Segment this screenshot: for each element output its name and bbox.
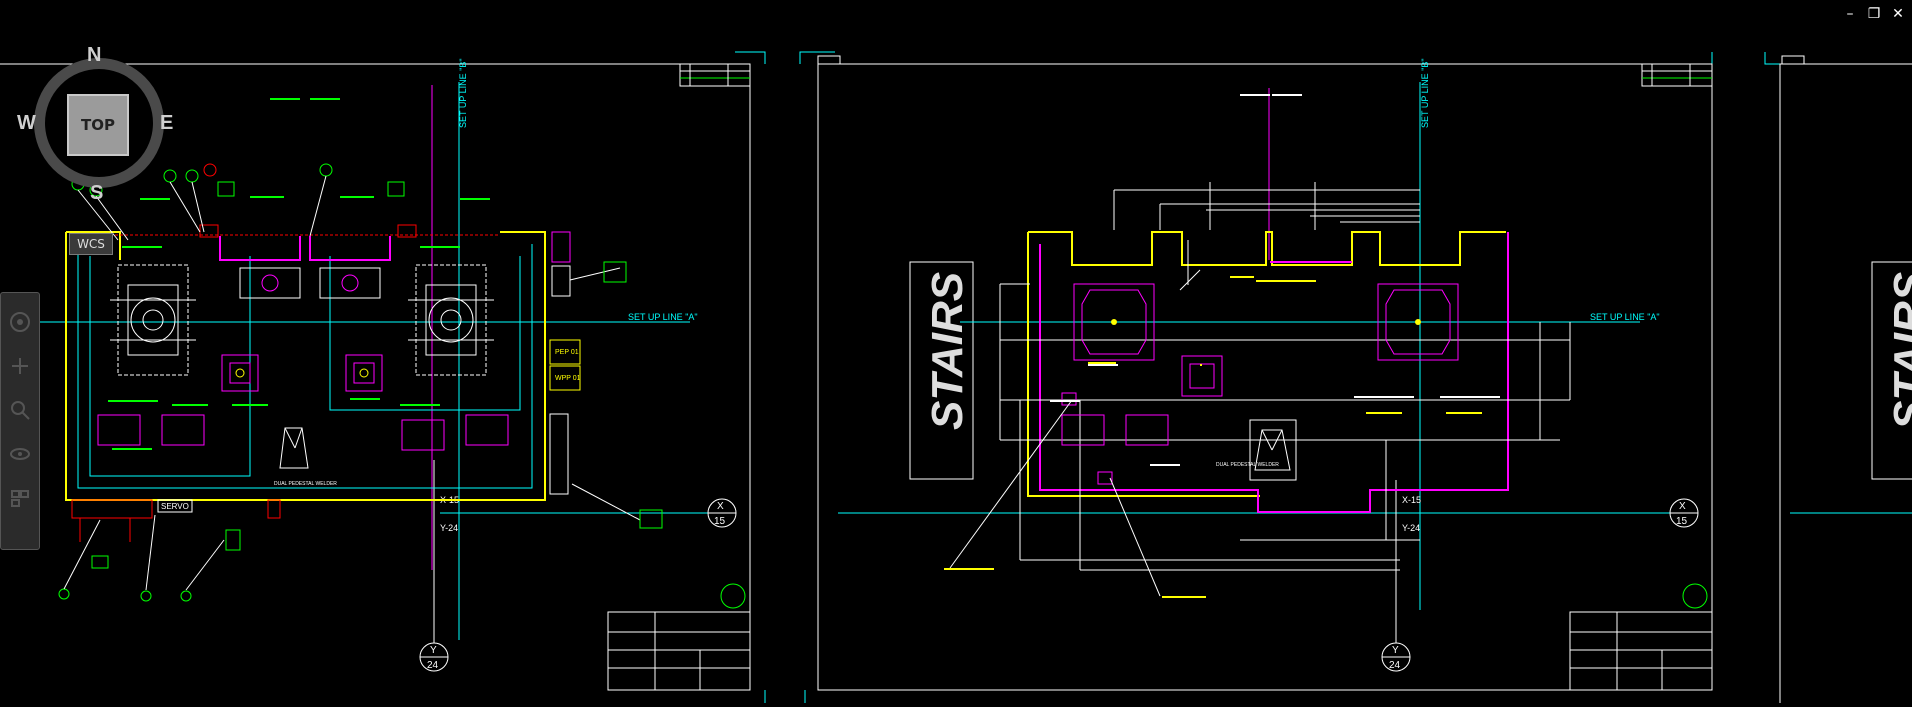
annotation-text-white-sheet-2 [1050,94,1500,466]
window-controls: – ❐ ✕ [1842,6,1906,22]
svg-text:SERVO: SERVO [161,502,189,511]
annotation-text-sheet-2 [944,276,1482,598]
pan-icon[interactable] [9,355,31,377]
svg-text:15: 15 [1676,516,1688,527]
compass-east[interactable]: E [160,112,174,134]
sheet-2-revision-block [1641,63,1713,87]
zoom-icon[interactable] [9,399,31,421]
robot-bases-sheet-2 [1073,283,1459,361]
svg-text:Y-24: Y-24 [440,523,458,533]
cell-fence-sheet-2 [1028,231,1506,266]
stairs-label-sheet-3: STAIRS [1885,272,1912,430]
svg-text:15: 15 [714,516,726,527]
leader-lines-sheet-1 [63,175,327,591]
leader-lines-sheet-2 [949,240,1201,597]
cell-fence [65,231,546,501]
minimize-button[interactable]: – [1846,6,1854,22]
setup-line-b-label: SET UP LINE "B" [458,58,468,128]
dimension-lines-sheet-2 [999,182,1571,571]
svg-text:Y: Y [430,645,437,656]
svg-text:DUAL PEDESTAL WELDER: DUAL PEDESTAL WELDER [274,481,337,487]
compass-north[interactable]: N [87,44,102,66]
sheet-2: STAIRS SET UP LINE "A" SET UP LINE "B" X… [799,51,1713,703]
sheet-3: STAIRS [1764,52,1912,703]
robot-left [110,264,196,376]
navigation-bar [0,292,40,550]
compass-west[interactable]: W [17,112,36,134]
restore-button[interactable]: ❐ [1867,6,1881,22]
svg-text:SET UP LINE "B": SET UP LINE "B" [1420,58,1430,128]
sheet-1-title-block [607,583,751,691]
compass-south[interactable]: S [90,182,104,204]
svg-text:STAIRS: STAIRS [923,272,972,430]
annotation-text-sheet-1 [108,98,490,450]
svg-text:X: X [717,501,724,512]
sheet-1-revision-block [679,63,751,87]
viewcube-top-face[interactable]: TOP [67,94,129,156]
svg-text:PEP 01: PEP 01 [555,349,579,356]
control-panels [549,231,581,495]
part-racks-sheet-2 [1061,355,1223,485]
robot-right [408,264,494,376]
viewcube[interactable]: N S E W TOP [17,44,174,204]
steering-wheel-icon[interactable] [9,311,31,333]
setup-line-a-label: SET UP LINE "A" [628,312,698,322]
wcs-button[interactable]: WCS [69,233,113,255]
showmotion-icon[interactable] [9,487,31,509]
close-button[interactable]: ✕ [1892,6,1904,22]
dual-pedestal-welder-sheet-1 [279,427,309,469]
viewcube-compass-ring[interactable] [34,58,164,188]
svg-text:WPP 01: WPP 01 [555,375,581,382]
sheet-2-frame [817,63,1713,691]
fixture-center [239,267,381,299]
svg-text:Y-24: Y-24 [1402,523,1420,533]
svg-text:24: 24 [427,660,439,671]
svg-text:X-15: X-15 [1402,495,1421,505]
svg-text:Y: Y [1392,645,1399,656]
svg-text:X: X [1679,501,1686,512]
svg-text:24: 24 [1389,660,1401,671]
sheet-2-title-block [1569,583,1713,691]
dual-pedestal-welder-sheet-2 [1249,419,1297,481]
stairs-block-sheet-2: STAIRS [909,261,974,480]
part-racks-sheet-1 [97,354,509,451]
orbit-icon[interactable] [9,443,31,465]
servo-area: SERVO [71,499,281,542]
svg-text:DUAL PEDESTAL WELDER: DUAL PEDESTAL WELDER [1216,462,1279,468]
sheet-1: SET UP LINE "A" SET UP LINE "B" X 15 Y 2… [0,51,766,703]
svg-text:SET UP LINE "A": SET UP LINE "A" [1590,312,1660,322]
